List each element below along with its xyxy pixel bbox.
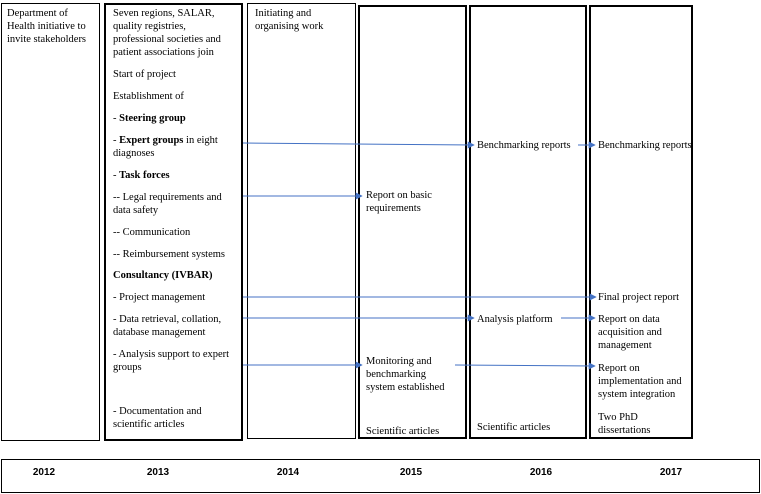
analysis-platform: Analysis platform — [477, 314, 553, 325]
legal-line-1: -- Legal requirements and — [113, 192, 222, 203]
documentation-line-2: scientific articles — [113, 419, 185, 430]
initiative-line-1: Department of — [7, 8, 68, 19]
year-2013: 2013 — [146, 467, 170, 478]
phd-line-2: dissertations — [598, 425, 651, 436]
phd-line-1: Two PhD — [598, 412, 638, 423]
year-2012: 2012 — [32, 467, 56, 478]
join-line-4: patient associations join — [113, 47, 214, 58]
initiative-line-2: Health initiative to — [7, 21, 86, 32]
timeline-bar — [1, 459, 760, 493]
final-project-report: Final project report — [598, 292, 680, 303]
join-line-2: quality registries, — [113, 21, 186, 32]
data-report-line-1: Report on data — [598, 314, 660, 325]
steering-prefix: - — [113, 113, 120, 124]
year-2015: 2015 — [399, 467, 423, 478]
data-report-line-2: acquisition and — [598, 327, 662, 338]
implementation-line-1: Report on — [598, 363, 640, 374]
steering-label: Steering group — [119, 113, 186, 124]
scientific-articles-2015: Scientific articles — [366, 426, 440, 437]
data-retrieval-line-2: database management — [113, 327, 206, 338]
project-management: - Project management — [113, 292, 206, 303]
column-2017 — [589, 5, 693, 439]
expert-rest: in eight — [183, 135, 218, 146]
expert-prefix: - — [113, 135, 120, 146]
column-2016 — [469, 5, 587, 439]
task-prefix: - — [113, 170, 120, 181]
establishment-of: Establishment of — [113, 91, 184, 102]
consultancy-ivbar: Consultancy (IVBAR) — [113, 270, 213, 281]
basic-requirements-line-1: Report on basic — [366, 190, 432, 201]
expert-groups: - Expert groups in eight — [113, 134, 218, 147]
analysis-support-line-2: groups — [113, 362, 142, 373]
start-of-project: Start of project — [113, 69, 176, 80]
initiating-line-2: organising work — [255, 21, 324, 32]
column-2012 — [1, 3, 100, 441]
communication: -- Communication — [113, 227, 191, 238]
year-2017: 2017 — [659, 467, 683, 478]
reimbursement-systems: -- Reimbursement systems — [113, 249, 225, 260]
implementation-line-2: implementation and — [598, 376, 682, 387]
initiating-line-1: Initiating and — [255, 8, 312, 19]
join-line-3: professional societies and — [113, 34, 221, 45]
task-label: Task forces — [119, 170, 170, 181]
analysis-support-line-1: - Analysis support to expert — [113, 349, 230, 360]
steering-group: - Steering group — [113, 112, 186, 125]
legal-line-2: data safety — [113, 205, 159, 216]
monitoring-line-1: Monitoring and — [366, 356, 432, 367]
join-line-1: Seven regions, SALAR, — [113, 8, 215, 19]
column-2015 — [358, 5, 467, 439]
column-2014 — [247, 3, 356, 439]
data-retrieval-line-1: - Data retrieval, collation, — [113, 314, 222, 325]
task-forces: - Task forces — [113, 169, 170, 182]
expert-label: Expert groups — [119, 135, 184, 146]
scientific-articles-2016: Scientific articles — [477, 422, 551, 433]
year-2014: 2014 — [276, 467, 300, 478]
column-2013 — [104, 3, 243, 441]
implementation-line-3: system integration — [598, 389, 676, 400]
benchmarking-reports-2017: Benchmarking reports — [598, 140, 692, 151]
benchmarking-reports-2016: Benchmarking reports — [477, 140, 571, 151]
expert-groups-line-2: diagnoses — [113, 148, 155, 159]
basic-requirements-line-2: requirements — [366, 203, 421, 214]
documentation-line-1: - Documentation and — [113, 406, 202, 417]
year-2016: 2016 — [529, 467, 553, 478]
data-report-line-3: management — [598, 340, 652, 351]
monitoring-line-2: benchmarking — [366, 369, 427, 380]
initiative-line-3: invite stakeholders — [7, 34, 87, 45]
monitoring-line-3: system established — [366, 382, 445, 393]
